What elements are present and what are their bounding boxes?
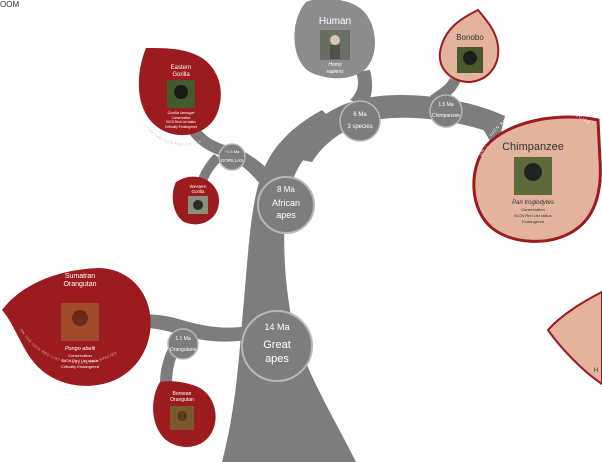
- leaf-chimpanzee-latin: Pan troglodytes: [512, 200, 554, 206]
- leaf-bornean-name-1: Bornean: [173, 391, 192, 397]
- node-orangutans-age: 1.1 Ma: [175, 336, 191, 342]
- node-homo-pan-name: 3 species: [347, 124, 372, 130]
- leaf-eastern-gorilla-status-label-1: Conservation: [172, 116, 191, 120]
- node-chimpanzee-name: Chimpanzee: [432, 113, 460, 119]
- node-african-apes[interactable]: 8 Ma African apes: [257, 176, 315, 234]
- node-orangutans[interactable]: 1.1 Ma Orangutans: [167, 328, 199, 360]
- leaf-human[interactable]: Human Homo sapiens: [294, 0, 375, 79]
- human-photo-head: [330, 35, 340, 45]
- human-photo-body: [330, 45, 340, 59]
- node-great-apes-name-1: Great: [263, 339, 291, 351]
- leaf-chimpanzee-status: Endangered: [522, 219, 544, 224]
- leaf-bonobo[interactable]: Bonobo: [438, 8, 500, 84]
- node-homo-pan-age: 6 Ma: [353, 112, 367, 118]
- leaf-chimpanzee[interactable]: ON THE IUCN RED LIST OF THREATENED SPECI…: [472, 105, 602, 243]
- node-african-apes-name-1: African: [272, 198, 300, 208]
- leaf-sumatran-latin: Pongo abelii: [65, 346, 96, 352]
- node-great-apes-age: 14 Ma: [264, 322, 289, 332]
- leaf-sumatran-status: Critically Endangered: [61, 364, 99, 369]
- branch-chimpanzee: [470, 108, 504, 142]
- leaf-sumatran-status-label-2: IUCN Red List status: [61, 358, 98, 363]
- leaf-eastern-gorilla[interactable]: ON THE IUCN RED LIST OF THREATENED SPECI…: [0, 0, 221, 147]
- leaf-human-latin-1: Homo: [328, 62, 342, 68]
- bonobo-photo-head: [463, 51, 477, 65]
- leaf-eastern-gorilla-name-2: Gorilla: [172, 72, 190, 78]
- leaf-partial-right-letter: H: [594, 368, 598, 374]
- leaf-chimpanzee-status-label-1: Conservation: [521, 207, 545, 212]
- sumatran-photo-head: [72, 310, 88, 326]
- branch-orangutans: [122, 314, 248, 342]
- leaf-human-name: Human: [319, 16, 351, 27]
- leaf-western-gorilla-name-1: Western: [190, 184, 207, 189]
- node-great-apes-name-2: apes: [265, 353, 289, 365]
- eastern-gorilla-photo-head: [174, 85, 188, 99]
- leaf-sumatran-orangutan[interactable]: ON THE IUCN RED LIST OF THREATENED SPECI…: [2, 268, 151, 386]
- node-gorillas[interactable]: ~1.5 Ma GORILLAS: [218, 143, 246, 171]
- leaf-eastern-gorilla-status-label-2: IUCN Red List status: [166, 120, 196, 124]
- node-homo-pan[interactable]: 6 Ma 3 species: [339, 100, 381, 142]
- zoom-label[interactable]: OOM: [0, 0, 20, 9]
- branch-homo-pan: [290, 94, 505, 162]
- node-gorillas-name: GORILLAS: [221, 158, 244, 163]
- node-chimpanzee-age: 1.5 Ma: [438, 102, 454, 108]
- leaf-chimpanzee-name: Chimpanzee: [502, 141, 564, 153]
- leaf-partial-right[interactable]: H: [546, 290, 602, 386]
- node-african-apes-age: 8 Ma: [277, 185, 295, 194]
- bornean-photo-head: [177, 411, 187, 421]
- node-orangutans-name: Orangutans: [170, 347, 197, 353]
- leaf-sumatran-name-2: Orangutan: [63, 281, 96, 288]
- leaf-bornean-name-2: Orangutan: [170, 397, 194, 403]
- leaf-western-gorilla-name-2: Gorilla: [191, 189, 205, 194]
- node-african-apes-name-2: apes: [276, 210, 296, 220]
- node-gorillas-age: ~1.5 Ma: [225, 149, 240, 154]
- leaf-eastern-gorilla-latin: Gorilla beringei: [168, 110, 195, 115]
- node-chimpanzee[interactable]: 1.5 Ma Chimpanzee: [429, 94, 463, 128]
- leaf-bonobo-name: Bonobo: [456, 33, 484, 42]
- western-gorilla-photo-head: [193, 200, 203, 210]
- leaf-chimpanzee-status-label-2: IUCN Red List status: [514, 213, 551, 218]
- leaf-sumatran-status-label-1: Conservation: [68, 353, 92, 358]
- branch-human: [350, 70, 373, 106]
- leaf-western-gorilla[interactable]: Western Gorilla: [172, 176, 220, 225]
- leaf-eastern-gorilla-name-1: Eastern: [171, 65, 192, 71]
- branch-western-gorilla: [196, 154, 222, 186]
- leaf-bornean-orangutan[interactable]: Bornean Orangutan: [153, 381, 216, 447]
- chimpanzee-photo-head: [524, 163, 542, 181]
- leaf-eastern-gorilla-status: Critically Endangered: [165, 125, 197, 129]
- leaf-human-latin-2: sapiens: [326, 69, 344, 75]
- node-great-apes[interactable]: 14 Ma Great apes: [241, 310, 313, 382]
- leaf-sumatran-name-1: Sumatran: [65, 273, 95, 280]
